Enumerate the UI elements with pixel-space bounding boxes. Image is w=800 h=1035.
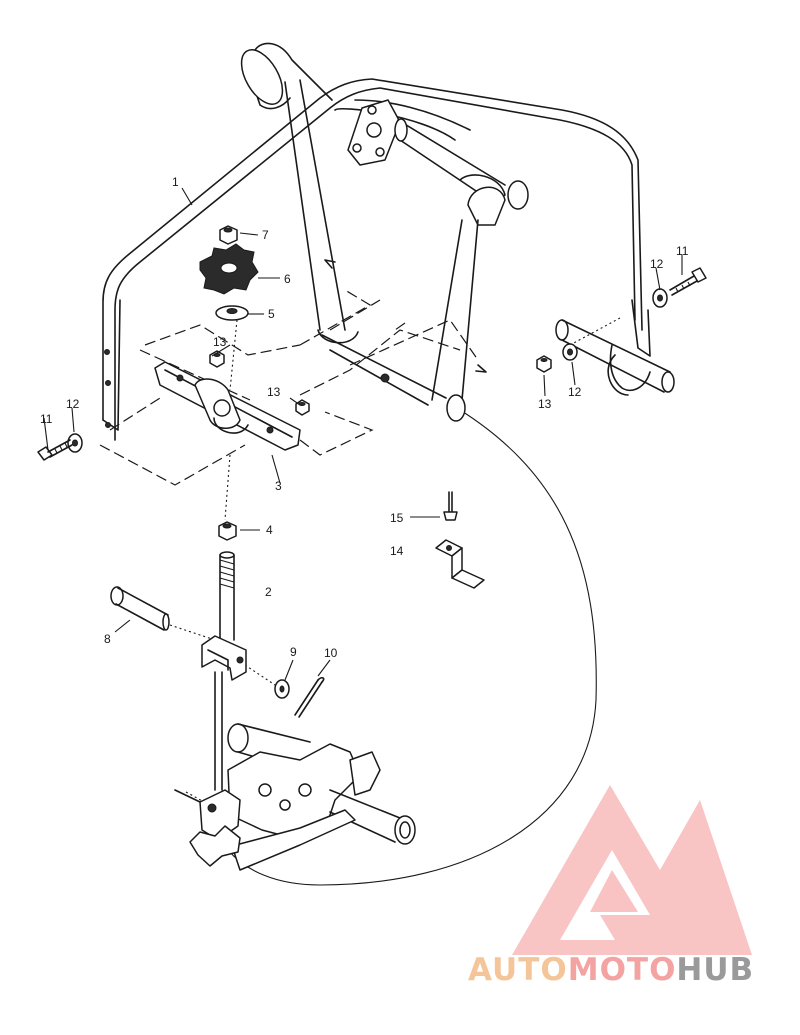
rivet-part-15 [443, 491, 458, 521]
slide-bracket-part-3 [154, 361, 301, 451]
callout-15: 15 [390, 511, 404, 525]
watermark-wordmark: AUTOMOTOHUB [468, 952, 792, 988]
callout-14: 14 [390, 544, 404, 558]
frame-part-1 [102, 42, 675, 441]
exploded-lines [99, 259, 621, 809]
hitch-assembly [174, 671, 416, 871]
rod-part-2 [201, 551, 247, 681]
callout-2: 2 [265, 585, 272, 599]
watermark-text-auto: AUTO [468, 952, 568, 988]
callout-labels: 1 2 3 4 5 6 7 8 9 10 11 11 12 12 13 13 1… [40, 175, 689, 660]
callout-13-left: 13 [213, 335, 227, 349]
bolt-part-11-right [669, 267, 707, 296]
watermark-logo-icon [512, 785, 752, 955]
callout-4: 4 [266, 523, 273, 537]
callout-11-left: 11 [40, 412, 53, 426]
callout-6: 6 [284, 272, 291, 286]
washer-part-12-left [67, 433, 83, 453]
callout-1: 1 [172, 175, 179, 189]
watermark-text-hub: HUB [676, 952, 755, 988]
nut-part-7 [219, 225, 238, 245]
leader-lines [43, 187, 683, 681]
washer-part-12-right [562, 343, 578, 361]
callout-12-left: 12 [66, 397, 80, 411]
bolt-part-11-left [37, 439, 73, 461]
callout-11-right: 11 [676, 244, 689, 258]
washer-part-9 [274, 679, 290, 699]
callout-8: 8 [104, 632, 111, 646]
bracket-part-14 [435, 539, 485, 589]
callout-13-middle: 13 [267, 385, 281, 399]
nut-part-4 [218, 521, 237, 541]
callout-7: 7 [262, 228, 269, 242]
callout-12-right: 12 [650, 257, 664, 271]
callout-9: 9 [290, 645, 297, 659]
callout-12-lower-right: 12 [568, 385, 582, 399]
cotter-pin-part-10 [294, 677, 325, 718]
callout-5: 5 [268, 307, 275, 321]
watermark-text-moto: MOTO [567, 952, 677, 988]
callout-3: 3 [275, 479, 282, 493]
washer-part-5 [215, 305, 249, 321]
washer-part-12-upper-right [652, 288, 668, 308]
nut-part-13-right [536, 355, 552, 373]
callout-13-right: 13 [538, 397, 552, 411]
star-knob-part-6 [199, 243, 259, 295]
callout-10: 10 [324, 646, 338, 660]
assembly-sweep-line [227, 404, 597, 886]
nut-part-13-middle [295, 399, 310, 416]
clevis-pin-part-8 [110, 586, 170, 631]
